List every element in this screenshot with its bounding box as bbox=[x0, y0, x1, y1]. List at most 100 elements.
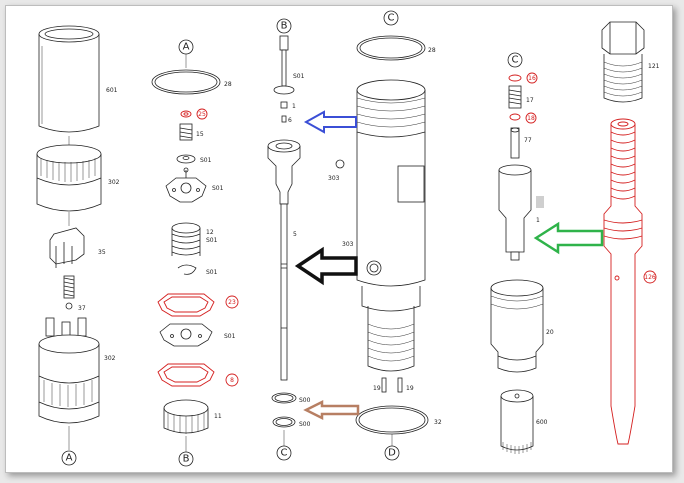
label-121: 121 bbox=[648, 63, 660, 70]
part-600-cap bbox=[500, 389, 534, 454]
part-28-oring-d bbox=[356, 35, 426, 61]
column-b-bottom-marker bbox=[178, 451, 194, 467]
part-6 bbox=[281, 115, 287, 123]
column-d-top-marker bbox=[383, 10, 399, 26]
label-600: 600 bbox=[536, 419, 548, 426]
part-s00-seal-a bbox=[271, 392, 297, 404]
column-c-top-label: B bbox=[281, 21, 288, 32]
part-injector-body bbox=[356, 79, 426, 372]
column-b: A 28 25 15 S01 S01 bbox=[151, 39, 239, 467]
part-11-nut bbox=[163, 399, 209, 434]
label-601: 601 bbox=[106, 87, 118, 94]
part-s01-clip bbox=[177, 264, 197, 275]
marker-126 bbox=[643, 270, 657, 284]
part-37-spring bbox=[63, 275, 75, 310]
part-16-highlight bbox=[508, 74, 522, 82]
part-20-nut bbox=[490, 279, 544, 373]
label-303-a: 303 bbox=[328, 175, 340, 182]
column-c: B S01 1 6 5 S00 S00 C bbox=[267, 18, 311, 461]
label-16: 16 bbox=[528, 75, 536, 82]
part-12-spring bbox=[171, 222, 201, 256]
label-19-b: 19 bbox=[406, 385, 414, 392]
part-s00-seal-b bbox=[272, 416, 296, 428]
part-8-highlight bbox=[157, 363, 215, 387]
label-126: 126 bbox=[644, 274, 656, 281]
label-s01-a: S01 bbox=[200, 157, 212, 164]
column-d-bottom-label: D bbox=[388, 448, 396, 459]
label-77: 77 bbox=[524, 137, 532, 144]
label-s00-a: S00 bbox=[299, 397, 311, 404]
arrow-black bbox=[294, 246, 358, 286]
part-s01-washer bbox=[176, 154, 196, 164]
arrow-brown bbox=[303, 399, 360, 421]
label-s01-e: S01 bbox=[224, 333, 236, 340]
part-35 bbox=[49, 227, 85, 268]
column-e: C 16 17 18 77 1 20 bbox=[490, 52, 554, 454]
column-d: C 28 303 303 19 19 bbox=[328, 10, 442, 461]
part-32-washer bbox=[355, 405, 429, 435]
column-a-bottom-marker bbox=[61, 450, 77, 466]
column-b-bottom-label: B bbox=[183, 454, 190, 465]
diagram-frame: A 601 302 35 37 bbox=[5, 5, 673, 473]
label-20: 20 bbox=[546, 329, 554, 336]
label-s01-b: S01 bbox=[212, 185, 224, 192]
label-23: 23 bbox=[228, 299, 236, 306]
column-c-bottom-label: C bbox=[281, 448, 288, 459]
part-121-fitting bbox=[601, 21, 645, 103]
marker-23 bbox=[225, 295, 239, 309]
part-s01-plate bbox=[165, 167, 207, 203]
label-28-b: 28 bbox=[224, 81, 232, 88]
marker-18 bbox=[525, 112, 537, 124]
label-5: 5 bbox=[293, 231, 297, 238]
marker-16 bbox=[526, 72, 538, 84]
label-s01-d: S01 bbox=[206, 269, 218, 276]
part-s01-pin bbox=[273, 35, 295, 95]
column-b-top-label: A bbox=[183, 42, 190, 53]
column-d-bottom-marker bbox=[384, 445, 400, 461]
part-23-highlight bbox=[157, 293, 215, 317]
label-s00-b: S00 bbox=[299, 421, 311, 428]
part-19-pins bbox=[381, 377, 403, 393]
part-1-ball bbox=[280, 101, 288, 109]
part-17-spring bbox=[508, 85, 522, 109]
marker-8 bbox=[225, 373, 239, 387]
part-s01-valve-plate bbox=[159, 323, 213, 347]
column-a: A 601 302 35 37 bbox=[36, 25, 120, 466]
column-e-top-label: C bbox=[512, 55, 519, 66]
part-28-oring bbox=[151, 69, 221, 95]
label-35: 35 bbox=[98, 249, 106, 256]
column-d-top-label: C bbox=[388, 13, 395, 24]
part-15-spring bbox=[179, 123, 193, 141]
label-6: 6 bbox=[288, 117, 292, 124]
part-1-nozzle bbox=[498, 164, 544, 261]
column-e-top-marker bbox=[507, 52, 523, 68]
label-19-a: 19 bbox=[373, 385, 381, 392]
label-1-b: 1 bbox=[536, 217, 540, 224]
label-28-d: 28 bbox=[428, 47, 436, 54]
part-302-lower bbox=[38, 317, 100, 424]
label-s01-c: S01 bbox=[206, 237, 218, 244]
arrow-green bbox=[533, 221, 604, 255]
part-77-pin bbox=[510, 127, 520, 159]
part-601 bbox=[38, 25, 100, 133]
label-8: 8 bbox=[230, 377, 234, 384]
label-32: 32 bbox=[434, 419, 442, 426]
part-25-highlight bbox=[180, 110, 192, 118]
column-f: 121 126 bbox=[601, 21, 660, 445]
column-a-bottom-label: A bbox=[66, 453, 73, 464]
column-c-top-marker bbox=[276, 18, 292, 34]
label-302-upper: 302 bbox=[108, 179, 120, 186]
part-302-upper bbox=[36, 144, 102, 212]
label-11: 11 bbox=[214, 413, 222, 420]
label-37: 37 bbox=[78, 305, 86, 312]
label-17: 17 bbox=[526, 97, 534, 104]
marker-25 bbox=[196, 108, 208, 120]
exploded-view-diagram: A 601 302 35 37 bbox=[36, 10, 660, 467]
part-5-piston bbox=[267, 139, 301, 381]
part-126-highlight bbox=[603, 118, 643, 445]
arrow-blue bbox=[303, 110, 357, 134]
part-18-highlight bbox=[509, 113, 521, 121]
label-s01-f: S01 bbox=[293, 73, 305, 80]
part-303-ball bbox=[335, 159, 345, 169]
label-15: 15 bbox=[196, 131, 204, 138]
